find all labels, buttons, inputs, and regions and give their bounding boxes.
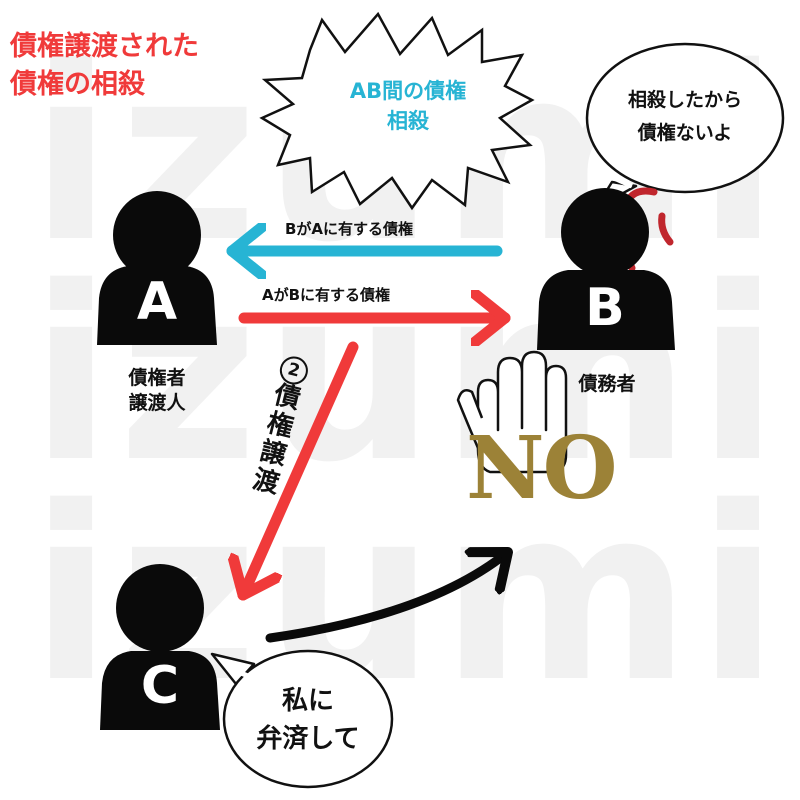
title-line-2: 債権の相殺: [10, 69, 145, 100]
role-b: 債務者: [578, 373, 636, 395]
speech-b-line-2: 債権ないよ: [637, 122, 733, 144]
person-c-icon: [100, 564, 220, 730]
role-a-line-2: 譲渡人: [128, 392, 186, 414]
person-a-letter: A: [136, 272, 178, 332]
speech-bubble-c: [210, 649, 394, 789]
spike-bubble-line-1: AB間の債権: [349, 79, 467, 103]
speech-b-text: 相殺したから 債権ないよ: [597, 84, 773, 150]
raised-hand-icon: [456, 350, 568, 474]
arrow-assignment: [243, 341, 359, 601]
spike-bubble-shape: [259, 11, 535, 211]
no-sign-text: NO: [466, 418, 618, 519]
speech-b-line-1: 相殺したから: [627, 89, 742, 111]
speech-c-line-2: 弁済して: [256, 724, 360, 754]
role-a-line-1: 債権者: [128, 367, 186, 389]
page-title: 債権譲渡された 債権の相殺: [10, 28, 199, 104]
title-line-1: 債権譲渡された: [10, 31, 199, 62]
role-a: 債権者 譲渡人: [102, 366, 212, 416]
spike-bubble-line-2: 相殺: [387, 109, 429, 133]
speech-c-text: 私に 弁済して: [226, 682, 390, 758]
person-b-icon: [537, 188, 675, 350]
label-a-to-b: AがBに有する債権: [262, 286, 391, 304]
spike-bubble-text: AB間の債権 相殺: [318, 76, 498, 136]
label-b-to-a: BがAに有する債権: [285, 220, 414, 238]
person-c-letter: C: [140, 656, 180, 716]
arrow-c-to-no: [265, 552, 508, 643]
person-b-letter: B: [585, 278, 625, 338]
person-a-icon: [97, 191, 217, 345]
speech-c-line-1: 私に: [281, 686, 334, 716]
